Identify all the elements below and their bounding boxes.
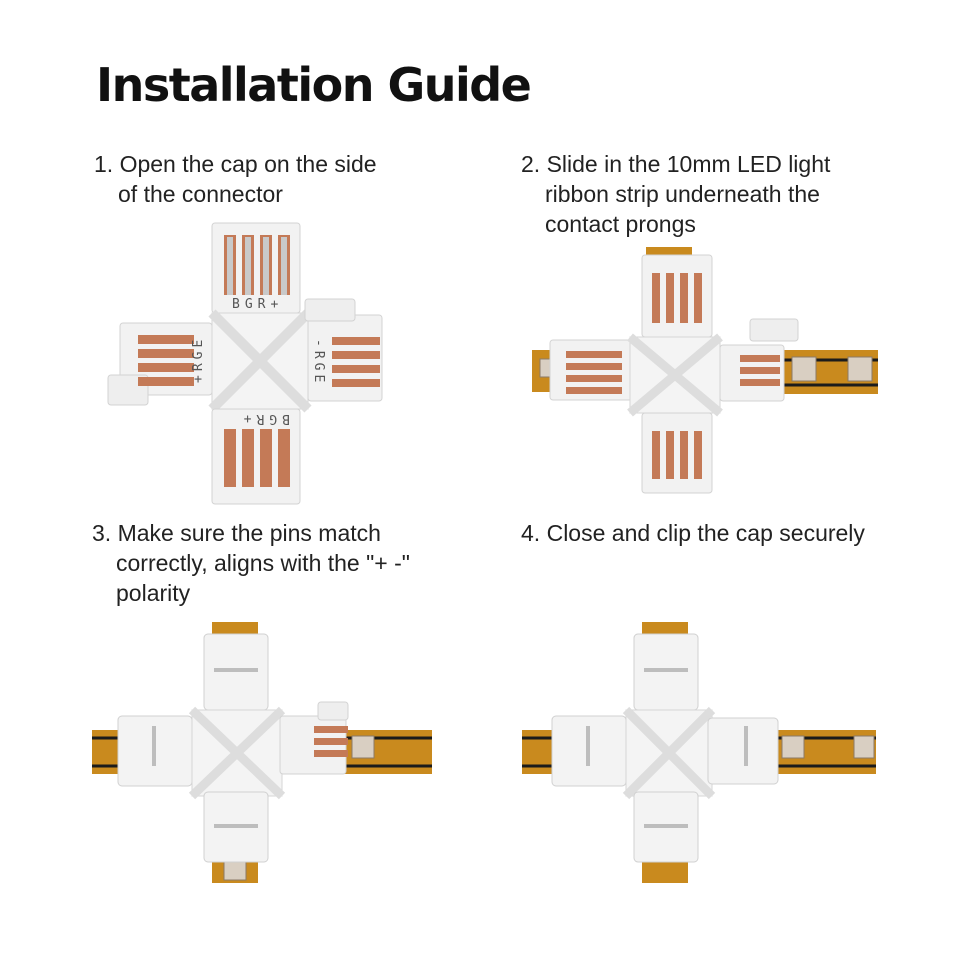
step-2-line-3: contact prongs xyxy=(545,211,696,237)
led-strip-right xyxy=(780,350,878,394)
connector-closed-arms xyxy=(117,633,286,863)
figure-open-connector: BGR+ +RGE -RGE BGR+ xyxy=(107,222,383,505)
connector-body xyxy=(549,254,799,494)
connector-hub xyxy=(208,309,312,413)
connector-open-right-arm xyxy=(279,701,349,775)
step-2-text: 2. Slide in the 10mm LED light ribbon st… xyxy=(521,149,830,239)
figure-pins-aligned xyxy=(92,622,432,883)
step-3-text: 3. Make sure the pins match correctly, a… xyxy=(92,518,410,608)
connector-closed xyxy=(551,633,779,863)
page-title: Installation Guide xyxy=(96,58,532,112)
pin-label-left: +RGE xyxy=(191,336,206,383)
connector-left-arm: +RGE xyxy=(107,322,213,406)
step-1-text: 1. Open the cap on the side of the conne… xyxy=(94,149,377,209)
step-2-line-1: 2. Slide in the 10mm LED light xyxy=(521,151,831,177)
step-4-text: 4. Close and clip the cap securely xyxy=(521,518,865,548)
step-2-line-2: ribbon strip underneath the xyxy=(545,181,820,207)
step-3-line-2: correctly, aligns with the "+ -" xyxy=(116,550,410,576)
step-4-line-1: 4. Close and clip the cap securely xyxy=(521,520,865,546)
step-1-line-1: 1. Open the cap on the side xyxy=(94,151,377,177)
pin-label-top: BGR+ xyxy=(232,297,283,312)
figure-closed-connector xyxy=(522,622,876,883)
connector-bottom-arm: BGR+ xyxy=(211,408,301,505)
figure-strips-inserted xyxy=(532,247,878,494)
step-3-line-3: polarity xyxy=(116,580,191,606)
pin-label-right: -RGE xyxy=(311,339,326,386)
connector-right-arm: -RGE xyxy=(304,298,383,402)
step-1-line-2: of the connector xyxy=(118,181,283,207)
step-3-line-1: 3. Make sure the pins match xyxy=(92,520,381,546)
pin-label-bottom: BGR+ xyxy=(239,411,290,426)
connector-top-arm: BGR+ xyxy=(211,222,301,314)
